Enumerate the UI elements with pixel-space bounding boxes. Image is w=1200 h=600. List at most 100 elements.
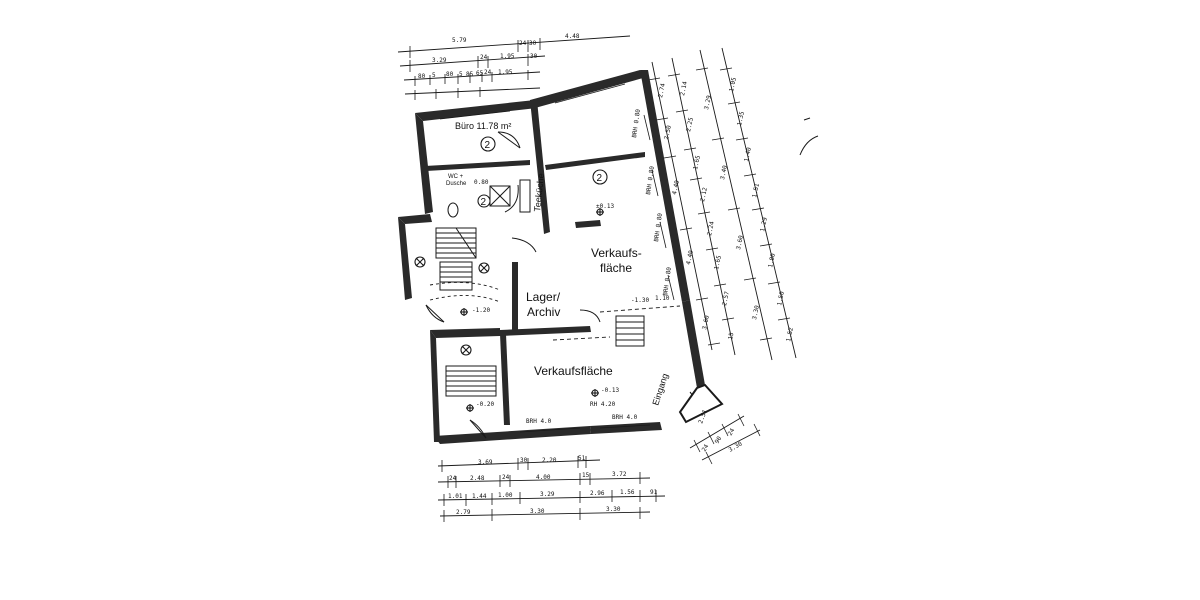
dim-right-3b: 3.40 [719, 164, 729, 180]
dim-right-1a: 2.74 [657, 82, 667, 98]
door-swings [425, 131, 698, 439]
dim-right-3a: 3.29 [703, 94, 713, 110]
right-dimension-chains: 2.74 2.50 4.40 4.40 3.60 2.14 2.25 1.65 … [647, 47, 797, 361]
stairs-sales-step [615, 315, 645, 347]
level-entrance: 2.51 [697, 408, 709, 424]
dim-right-4d: 1.51 [751, 182, 761, 198]
dim-bottom-2e: 15 [582, 472, 590, 479]
room-label-entrance: Eingang [650, 372, 670, 407]
dim-bottom-2c: 24 [502, 474, 510, 481]
dim-top-3e: 85 [466, 71, 474, 78]
dim-right-1c: 4.40 [671, 179, 681, 195]
dim-top-3c: 80 [446, 71, 454, 78]
neighbour-tick [803, 117, 811, 121]
dim-bottom-3e: 2.96 [590, 490, 605, 497]
dim-bottom-1d: 51 [578, 455, 586, 462]
window-mark-right-3: BRH 0.80 [653, 212, 664, 242]
dim-top-3a: 80 [418, 73, 426, 80]
entrance-wedge [678, 383, 724, 424]
dim-right-4b: 1.35 [736, 110, 746, 126]
level-stair: -1.20 [472, 307, 490, 314]
dim-right-2d: 2.12 [699, 186, 709, 202]
bottom-dimension-chains: 3.69 30 2.20 51 24 2.48 24 4.00 15 3.72 … [437, 455, 666, 522]
dim-top-3h: 1.95 [498, 69, 513, 76]
dim-right-2f: 1.65 [713, 254, 723, 270]
dim-right-2c: 1.65 [692, 154, 702, 170]
dim-bottom-1a: 3.69 [478, 459, 493, 466]
dim-top-1d: 4.48 [565, 33, 580, 40]
room-label-wc-2: Dusche [446, 181, 467, 187]
dim-bottom-4c: 3.30 [606, 506, 621, 513]
dim-right-4g: 1.50 [776, 290, 786, 306]
stairs-lower [445, 365, 497, 397]
dim-bottom-2b: 2.48 [470, 475, 485, 482]
wc-fixtures [447, 179, 531, 218]
dim-right-4c: 1.40 [743, 146, 753, 162]
dim-br-c: 24 [727, 427, 737, 437]
dim-right-4e: 1.29 [759, 216, 769, 232]
dim-bottom-3c: 1.00 [498, 492, 513, 499]
dim-top-3d: 5 [459, 71, 463, 78]
level-ceiling-height: RH 4.20 [590, 401, 616, 408]
dim-right-4h: 1.52 [785, 326, 795, 342]
window-mark-right-4: BRH 0.80 [662, 266, 673, 296]
dim-bottom-3a: 1.01 [448, 493, 463, 500]
dim-top-1a: 5.79 [452, 37, 467, 44]
dim-right-2e: 2.24 [706, 220, 716, 236]
level-step-right: 1.10 [655, 295, 670, 302]
level-lower-sales: -0.13 [601, 387, 619, 394]
dim-top-3g: 24 [484, 69, 492, 76]
window-openings [439, 83, 675, 433]
window-mark-bottom-right: BRH 4.0 [612, 414, 638, 421]
dim-bottom-4a: 2.79 [456, 509, 471, 516]
dim-top-3b: 5 [432, 72, 436, 79]
room-label-sales-upper-2: fläche [600, 261, 632, 275]
room-number-office: 2 [485, 140, 491, 151]
window-mark-right-1: BRH 0.80 [631, 108, 642, 138]
ceiling-lamps [414, 194, 491, 356]
stairs-upper [435, 227, 477, 291]
dim-right-2b: 2.25 [685, 116, 695, 132]
dim-top-2c: 1.95 [500, 53, 515, 60]
room-number-wc: 2 [481, 197, 487, 208]
dim-top-1b: 24 [519, 40, 527, 47]
window-mark-wc: 0.80 [474, 179, 489, 186]
dim-top-1c: 30 [529, 40, 537, 47]
window-mark-right-2: BRH 0.80 [645, 165, 656, 195]
dim-right-1d: 4.40 [685, 249, 695, 265]
dim-right-4a: 1.05 [728, 76, 738, 92]
dim-right-2a: 2.14 [679, 80, 689, 96]
level-upper-sales: ±0.13 [596, 203, 614, 210]
dim-top-3f: 65 [476, 70, 484, 77]
room-label-storage-1: Lager/ [526, 290, 561, 304]
dim-right-2h: 15 [727, 332, 735, 341]
dim-top-2a: 3.29 [432, 57, 447, 64]
dim-bottom-4b: 3.30 [530, 508, 545, 515]
room-label-sales-lower: Verkaufsfläche [534, 364, 613, 378]
room-number-sales-upper: 2 [597, 173, 603, 184]
room-label-sales-upper-1: Verkaufs- [591, 246, 642, 260]
neighbour-arc [799, 135, 819, 156]
room-label-wc-1: WC + [448, 174, 464, 180]
dim-right-3d: 3.30 [751, 304, 761, 320]
dim-bottom-2d: 4.00 [536, 474, 551, 481]
dim-right-3c: 3.60 [735, 234, 745, 250]
dim-right-1e: 3.60 [701, 314, 711, 330]
building-walls [398, 70, 705, 444]
room-label-storage-2: Archiv [527, 305, 560, 319]
level-markers [460, 208, 604, 412]
dim-top-2b: 24 [480, 54, 488, 61]
dim-right-4f: 1.80 [767, 252, 777, 268]
dim-bottom-2f: 3.72 [612, 471, 627, 478]
dim-bottom-3d: 3.29 [540, 491, 555, 498]
top-dimension-chains: 5.79 24 30 4.48 3.29 24 1.95 30 80 5 80 … [397, 33, 631, 100]
dim-top-2d: 30 [530, 53, 538, 60]
dim-br-d: 3.30 [728, 440, 744, 453]
dim-right-2g: 2.57 [721, 290, 731, 306]
dim-right-1b: 2.50 [663, 124, 673, 140]
dim-bottom-1b: 30 [520, 457, 528, 464]
dim-bottom-3b: 1.44 [472, 493, 487, 500]
level-lower-left: -0.20 [476, 401, 494, 408]
dashed-guides [429, 281, 681, 341]
